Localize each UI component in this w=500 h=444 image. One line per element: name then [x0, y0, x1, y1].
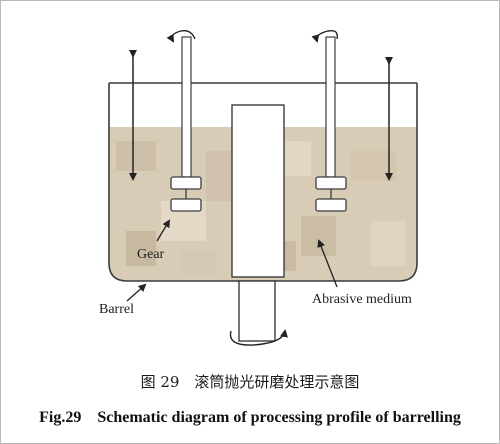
caption-chinese: 图 29 滚筒抛光研磨处理示意图 [140, 373, 360, 391]
abrasive-leader-arrow-icon [317, 239, 338, 288]
barrel-label: Barrel [99, 302, 134, 317]
rotation-arrow-right-icon [311, 29, 338, 43]
caption-english: Fig.29 Schematic diagram of processing p… [39, 409, 461, 426]
left-gear-lower [170, 198, 202, 212]
gear-leader-arrow-icon [156, 219, 171, 242]
left-spindle [181, 36, 192, 178]
rotation-arrow-left-icon [166, 29, 196, 43]
rotation-arrow-bottom-icon [229, 329, 288, 346]
gear-label: Gear [137, 247, 165, 262]
drive-shaft [238, 280, 276, 342]
right-spindle [325, 36, 336, 178]
barrel-leader-arrow-icon [126, 283, 147, 302]
right-gear-lower [315, 198, 347, 212]
right-gear-upper [315, 176, 347, 190]
abrasive-medium-label: Abrasive medium [312, 292, 412, 307]
left-gear-upper [170, 176, 202, 190]
central-column [231, 104, 285, 278]
